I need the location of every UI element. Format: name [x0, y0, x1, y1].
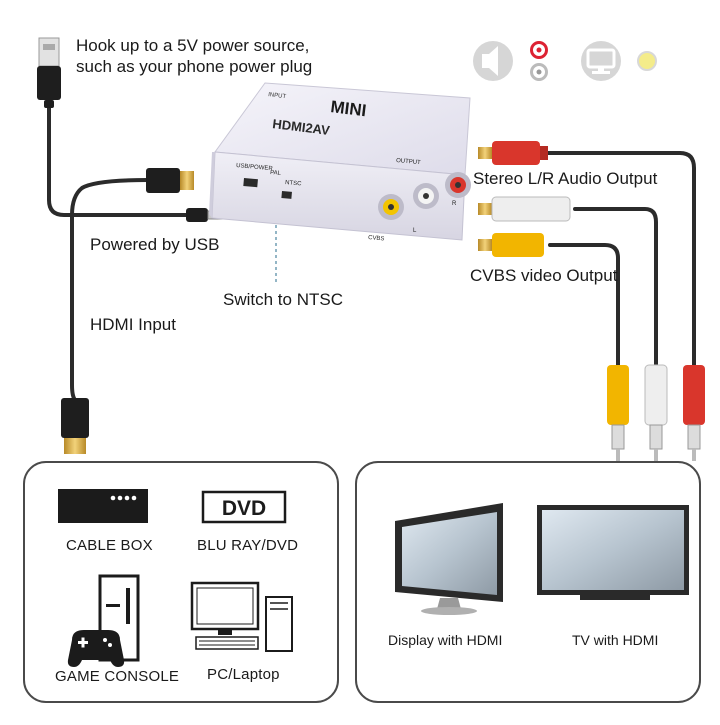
- usb-cable: [47, 100, 190, 217]
- powered-by-usb-label: Powered by USB: [90, 235, 220, 254]
- pc-laptop-label: PC/Laptop: [207, 666, 280, 683]
- rca-plug-red-v: [683, 365, 705, 461]
- rca-jack-icon: [530, 41, 548, 81]
- cvbs-output-label: CVBS video Output: [470, 266, 618, 285]
- cable-box-icon: [58, 489, 148, 523]
- dvd-icon: DVD: [201, 490, 287, 524]
- switch-ntsc-label: Switch to NTSC: [223, 290, 343, 309]
- usb-port: [243, 178, 258, 188]
- blu-ray-dvd-label: BLU RAY/DVD: [197, 537, 299, 554]
- converter-device: MINI HDMI2AV INPUT USB/POWER PAL NTSC OU…: [209, 82, 471, 242]
- device-cvbs-label: CVBS: [368, 235, 385, 242]
- hdmi-display-label: Display with HDMI: [388, 632, 503, 648]
- monitor-icon: [581, 41, 621, 81]
- power-note-line1: Hook up to a 5V power source,: [76, 36, 310, 55]
- device-l-label: L: [413, 228, 417, 234]
- speaker-icon: [473, 41, 513, 81]
- displays-panel: [355, 461, 701, 703]
- usb-plug: [37, 37, 61, 108]
- rca-plug-white-v: [644, 364, 668, 461]
- device-output-label: OUTPUT: [396, 158, 421, 166]
- hdmi-input-label: HDMI Input: [90, 315, 176, 334]
- rca-jack-white: [413, 183, 439, 209]
- pc-icon: [190, 581, 293, 652]
- rca-jack-yellow: [378, 194, 404, 220]
- gamepad-icon: [67, 630, 125, 667]
- device-model: HDMI2AV: [272, 116, 331, 138]
- power-note-line2: such as your phone power plug: [76, 57, 313, 76]
- hdmi-cable: [70, 178, 150, 402]
- rca-plug-yellow-h: [478, 233, 544, 257]
- rca-cables: [543, 151, 696, 372]
- cable-box-label: CABLE BOX: [66, 537, 153, 554]
- hdmi-plug-top: [146, 168, 194, 193]
- stereo-output-label: Stereo L/R Audio Output: [473, 169, 658, 188]
- pal-ntsc-switch: [281, 191, 292, 199]
- tv-hdmi-label: TV with HDMI: [572, 632, 659, 648]
- device-port-usb-label: USB/POWER: [236, 163, 274, 172]
- device-brand: MINI: [330, 97, 368, 120]
- rca-plug-red-h: [478, 141, 548, 165]
- game-console-label: GAME CONSOLE: [55, 668, 180, 685]
- rca-jack-red: [445, 172, 471, 198]
- rca-plug-yellow-v: [607, 365, 629, 461]
- device-input-label: INPUT: [268, 92, 287, 100]
- device-ntsc-label: NTSC: [285, 180, 302, 187]
- device-pal-label: PAL: [270, 170, 282, 177]
- rca-plug-white-h: [478, 196, 571, 222]
- tv-icon: [537, 505, 689, 600]
- yellow-dot-icon: [637, 51, 657, 71]
- device-r-label: R: [452, 201, 457, 207]
- hdmi-plug-bottom: [61, 398, 89, 454]
- hdmi-monitor-icon: [395, 503, 503, 615]
- sources-panel: [23, 461, 339, 703]
- dvd-logo-text: DVD: [222, 497, 266, 520]
